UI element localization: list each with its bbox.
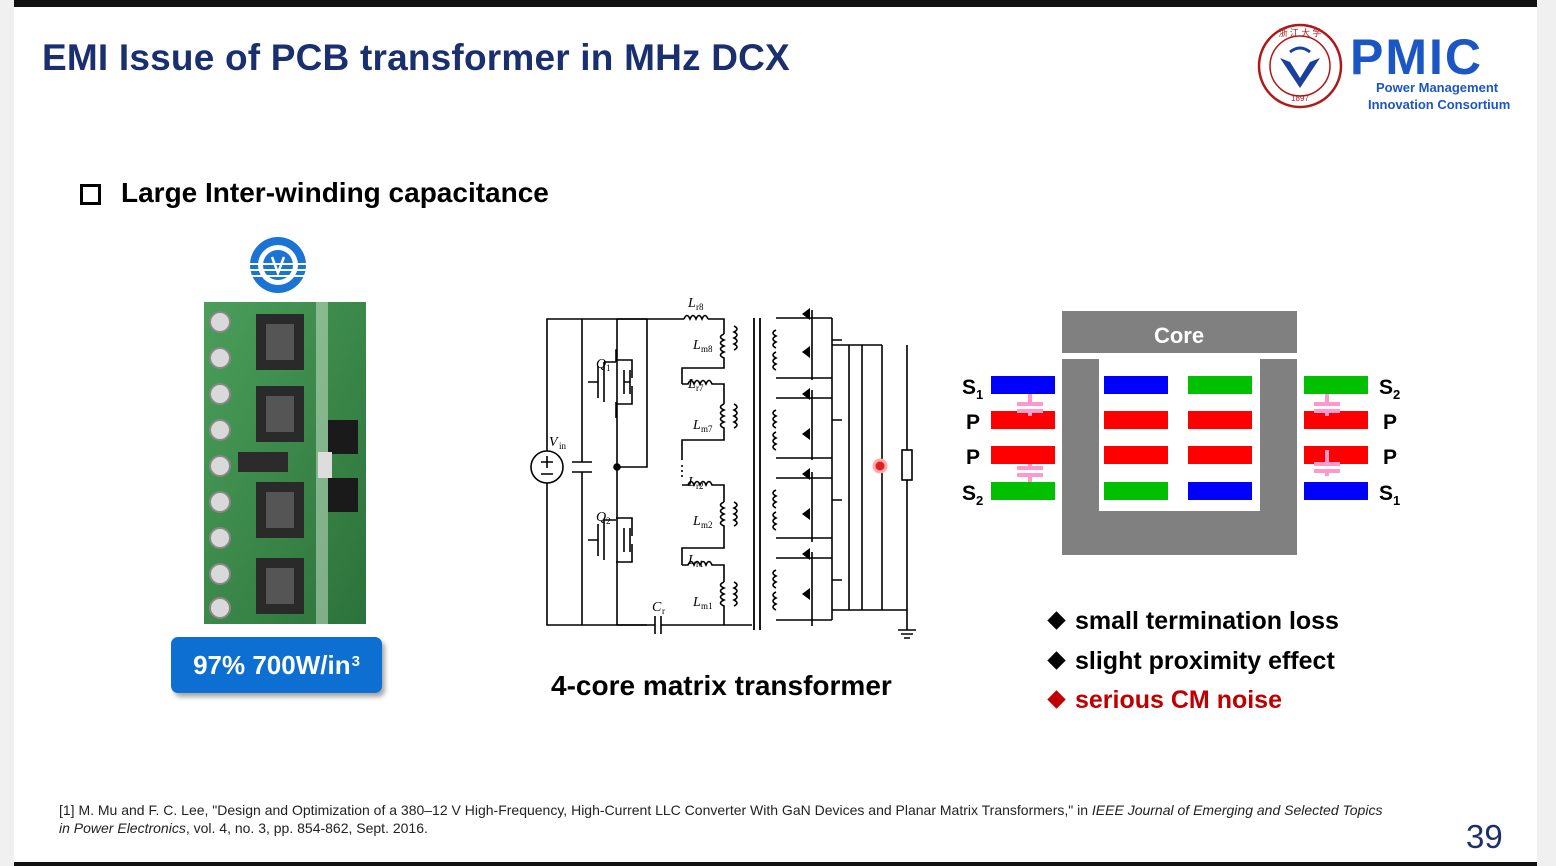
svg-text:1: 1 [976, 387, 983, 402]
bottom-border [14, 862, 1537, 866]
svg-text:L: L [692, 338, 701, 353]
outer-winding-p-right-1 [1304, 411, 1368, 429]
svg-text:L: L [687, 377, 696, 392]
svg-text:P: P [1383, 411, 1397, 434]
feature-text-3: serious CM noise [1075, 686, 1282, 714]
feature-item-3: serious CM noise [1046, 686, 1282, 715]
outer-winding-s2-left [991, 482, 1055, 500]
feature-item-2: slight proximity effect [1046, 647, 1335, 676]
svg-text:1897: 1897 [1291, 94, 1309, 103]
inner-winding-s1-right [1188, 482, 1252, 500]
svg-text:r: r [662, 606, 665, 616]
svg-text:m2: m2 [701, 520, 713, 530]
badge-text: 97% 700W/in [193, 649, 351, 680]
feature-text-1: small termination loss [1075, 607, 1339, 635]
svg-text:Q: Q [596, 510, 606, 525]
bullet-square-icon [80, 184, 101, 205]
inner-winding-p2-left [1104, 446, 1168, 464]
core-winding-cross-section: Core S 1 P P S 2 [962, 311, 1400, 555]
outer-winding-s1-left [991, 376, 1055, 394]
svg-text:r8: r8 [696, 302, 704, 312]
core-label: Core [1154, 323, 1204, 348]
pcb-board-photo [204, 302, 366, 624]
outer-winding-p-left-2 [991, 446, 1055, 464]
svg-text:L: L [687, 553, 696, 568]
svg-text:1: 1 [1393, 493, 1400, 508]
page-number: 39 [1466, 818, 1503, 855]
svg-text:2: 2 [1393, 387, 1400, 402]
diamond-bullet-icon [1047, 651, 1066, 671]
svg-text:S: S [1379, 482, 1393, 505]
feature-text-2: slight proximity effect [1075, 647, 1335, 675]
vin-polarity-icon [541, 456, 553, 475]
reference-citation: [1] M. Mu and F. C. Lee, "Design and Opt… [59, 802, 1383, 836]
svg-text:r2: r2 [696, 481, 704, 491]
svg-text:m1: m1 [701, 601, 713, 611]
capacitor-icon [1017, 394, 1340, 482]
pointer-highlight-icon [872, 458, 888, 474]
svg-text:r7: r7 [696, 383, 704, 393]
svg-text:m7: m7 [701, 424, 713, 434]
zhejiang-university-seal: 1897 浙 江 大 学 [1257, 23, 1343, 109]
inner-winding-s2-right [1188, 376, 1252, 394]
inner-winding-p2-right [1188, 446, 1252, 464]
svg-text:浙 江 大 学: 浙 江 大 学 [1279, 27, 1322, 38]
svg-text:1: 1 [606, 363, 611, 373]
inner-winding-p1-right [1188, 411, 1252, 429]
svg-text:P: P [1383, 446, 1397, 469]
svg-text:in: in [559, 441, 567, 451]
svg-text:P: P [966, 411, 980, 434]
diamond-bullet-icon [1047, 690, 1066, 710]
outer-winding-s2-right [1304, 376, 1368, 394]
inner-winding-s2-left [1104, 482, 1168, 500]
pmic-logo-subtitle-1: Power Management [1376, 80, 1499, 95]
svg-text:L: L [687, 475, 696, 490]
svg-text:2: 2 [976, 493, 983, 508]
svg-text:r1: r1 [696, 559, 704, 569]
pmic-logo-text: PMIC [1350, 29, 1483, 85]
circuit-caption: 4-core matrix transformer [551, 670, 892, 701]
company-logo-icon [250, 237, 306, 293]
svg-text:L: L [692, 514, 701, 529]
svg-text:C: C [652, 600, 662, 615]
svg-text:Q: Q [596, 357, 606, 372]
bullet-text: Large Inter-winding capacitance [121, 177, 549, 208]
svg-text:m8: m8 [701, 344, 713, 354]
svg-text:L: L [692, 418, 701, 433]
slide: EMI Issue of PCB transformer in MHz DCX … [14, 0, 1537, 866]
outer-winding-p-left-1 [991, 411, 1055, 429]
svg-text:L: L [692, 595, 701, 610]
slide-title: EMI Issue of PCB transformer in MHz DCX [42, 37, 790, 78]
svg-text:V: V [549, 435, 559, 450]
svg-text:S: S [1379, 376, 1393, 399]
svg-text:P: P [966, 446, 980, 469]
inner-winding-p1-left [1104, 411, 1168, 429]
inner-winding-s1-left [1104, 376, 1168, 394]
svg-text:2: 2 [606, 516, 611, 526]
svg-text:L: L [687, 296, 696, 311]
feature-item-1: small termination loss [1046, 607, 1339, 636]
svg-text:S: S [962, 376, 976, 399]
pmic-logo-subtitle-2: Innovation Consortium [1368, 97, 1511, 112]
top-border [14, 0, 1537, 7]
svg-text:S: S [962, 482, 976, 505]
outer-winding-p-right-2 [1304, 446, 1368, 464]
badge-superscript: 3 [351, 652, 360, 670]
diamond-bullet-icon [1047, 611, 1066, 631]
outer-winding-s1-right [1304, 482, 1368, 500]
